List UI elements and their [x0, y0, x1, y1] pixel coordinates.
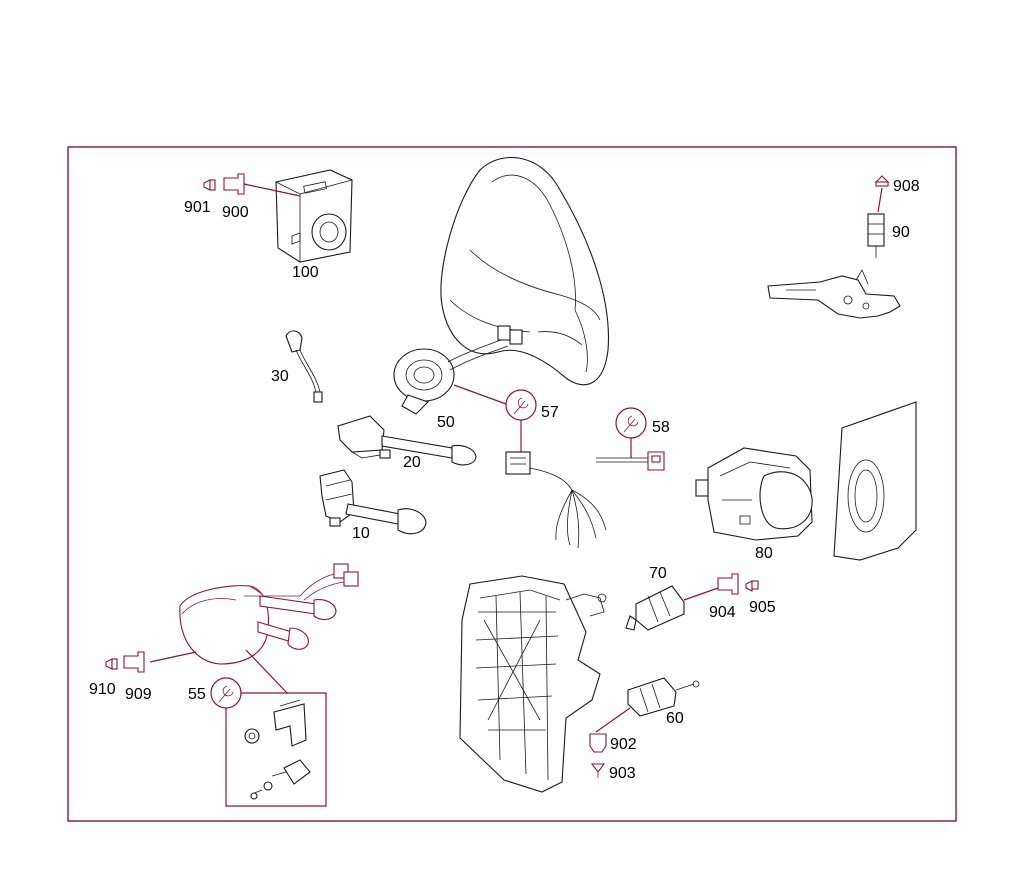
- pin-903: [590, 763, 606, 778]
- wrench-icon-55: [210, 677, 242, 709]
- callout-80: 80: [755, 545, 773, 562]
- callout-30: 30: [271, 368, 289, 385]
- callout-100: 100: [292, 264, 319, 281]
- kit-55-parts[interactable]: [244, 699, 311, 800]
- callout-55: 55: [188, 686, 206, 703]
- wiring-harness-57: [505, 451, 607, 549]
- callout-909: 909: [125, 686, 152, 703]
- callout-910: 910: [89, 681, 116, 698]
- callout-50: 50: [437, 414, 455, 431]
- callout-901: 901: [184, 199, 211, 216]
- leader-55: [245, 649, 289, 695]
- trim-panel: [833, 401, 917, 561]
- bracket-assembly: [767, 269, 901, 319]
- connector-904: [717, 573, 739, 595]
- leader-909: [149, 651, 197, 663]
- callout-903: 903: [609, 765, 636, 782]
- leader-904: [683, 587, 719, 601]
- connector-58: [596, 451, 665, 471]
- callout-58: 58: [652, 419, 670, 436]
- pin-908: [874, 175, 890, 187]
- part-70-brake-switch[interactable]: [625, 585, 685, 631]
- pin-910: [105, 658, 118, 670]
- wrench-icon-57: [505, 389, 537, 421]
- part-20-stalk-switch[interactable]: [337, 415, 477, 466]
- callout-904: 904: [709, 604, 736, 621]
- callout-20: 20: [403, 454, 421, 471]
- leader-50: [453, 384, 507, 405]
- part-30-cable[interactable]: [285, 330, 323, 403]
- part-50-clock-spring[interactable]: [393, 325, 523, 415]
- connector-902: [589, 733, 607, 753]
- leader-908: [877, 187, 883, 213]
- part-100-ignition-switch[interactable]: [275, 169, 353, 263]
- pin-905: [745, 580, 759, 592]
- pin-901: [203, 179, 216, 191]
- callout-902: 902: [610, 736, 637, 753]
- steering-wheel: [440, 157, 610, 386]
- callout-90: 90: [892, 224, 910, 241]
- column-switch-housing[interactable]: [179, 563, 359, 665]
- part-10-combination-switch[interactable]: [319, 469, 427, 535]
- callout-60: 60: [666, 710, 684, 727]
- callout-900: 900: [222, 204, 249, 221]
- leader-900: [243, 183, 301, 197]
- callout-57: 57: [541, 404, 559, 421]
- leader-902: [595, 707, 631, 733]
- callout-10: 10: [352, 525, 370, 542]
- pedal-assembly: [459, 575, 607, 793]
- part-90-switch[interactable]: [867, 213, 885, 258]
- wrench-icon-58: [615, 407, 647, 439]
- diagram-frame: [67, 146, 957, 822]
- callout-908: 908: [893, 178, 920, 195]
- callout-70: 70: [649, 565, 667, 582]
- part-60-switch[interactable]: [627, 677, 700, 717]
- callout-905: 905: [749, 599, 776, 616]
- part-80-light-switch[interactable]: [695, 447, 813, 541]
- connector-909: [123, 651, 145, 673]
- connector-900: [223, 173, 245, 195]
- kit-55-box: [225, 692, 327, 807]
